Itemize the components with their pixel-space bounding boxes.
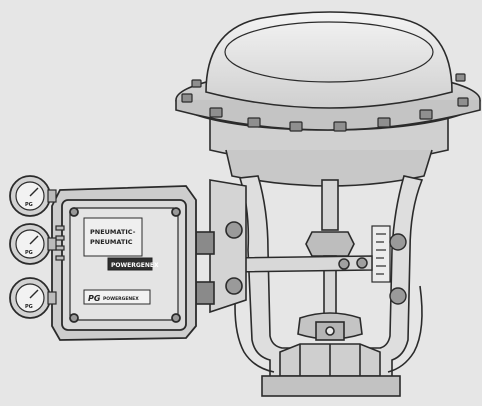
feedback-lever-arm (231, 255, 373, 273)
flange-bolts (181, 73, 469, 132)
label-line-2: PNEUMATIC (90, 238, 133, 246)
yoke-frame (234, 175, 424, 379)
positioner-vent-slots (55, 225, 65, 261)
pressure-gauge-middle: PG (9, 223, 57, 265)
valve-stem (297, 179, 363, 341)
stroke-indicator-scale (371, 225, 391, 283)
positioner-nameplate: PG POWERGENEX (83, 289, 151, 305)
pressure-gauge-bottom: PG (9, 277, 57, 319)
label-line-1: PNEUMATIC- (90, 228, 136, 236)
brand-badge: POWERGENEX (111, 262, 159, 269)
gauge-label-bottom: PG (25, 304, 33, 310)
valve-bonnet-nut (261, 343, 401, 397)
gauge-label-middle: PG (25, 250, 33, 256)
yoke-side-bolts (389, 233, 407, 305)
actuator-diaphragm-housing (175, 11, 481, 187)
positioner-label-plate: PNEUMATIC- PNEUMATIC POWERGENEX (83, 217, 159, 271)
pressure-gauge-top: PG (9, 175, 57, 217)
gauge-label-top: PG (25, 202, 33, 208)
nameplate-text: POWERGENEX (103, 296, 139, 302)
nameplate-logo: PG (88, 294, 101, 303)
mounting-bracket (195, 179, 247, 314)
